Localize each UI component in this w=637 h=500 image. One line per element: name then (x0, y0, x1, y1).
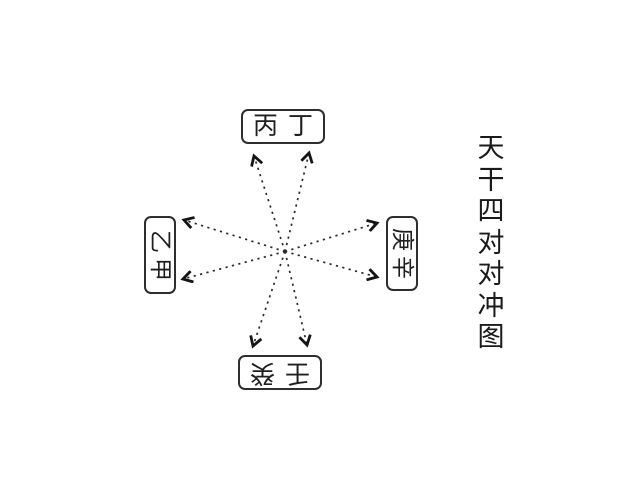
arrow-to-ren (284, 251, 307, 346)
stem-char-ding: 丁 (288, 113, 314, 140)
title-char: 干 (477, 164, 505, 195)
title-char: 图 (477, 322, 505, 352)
stem-box-north: 丙 丁 (241, 109, 325, 144)
stem-box-west: 乙 甲 (144, 216, 176, 294)
arrow-to-ding (284, 153, 309, 252)
stem-char-jia: 甲 (147, 257, 173, 281)
title-char: 对 (477, 227, 505, 258)
diagram-title: 天 干 四 对 对 冲 图 (476, 133, 506, 354)
stem-box-east: 庚 辛 (386, 216, 418, 291)
stem-char-bing: 丙 (252, 113, 278, 140)
stem-char-yi: 乙 (147, 229, 173, 253)
arrow-to-geng (284, 223, 377, 253)
stem-char-gui: 癸 (249, 359, 275, 386)
stem-char-ren: 壬 (285, 359, 311, 386)
stem-box-south: 癸 壬 (238, 355, 322, 390)
arrow-to-jia (183, 250, 286, 280)
title-char: 对 (477, 259, 505, 289)
arrow-to-bing (254, 156, 286, 252)
arrow-to-gui (253, 251, 286, 347)
arrow-to-yi (184, 220, 286, 253)
title-char: 四 (477, 196, 505, 226)
title-char: 天 (477, 133, 505, 163)
stem-char-xin: 辛 (389, 256, 415, 279)
title-char: 冲 (477, 290, 505, 321)
arrow-to-xin (284, 250, 377, 278)
stem-char-geng: 庚 (389, 228, 415, 251)
